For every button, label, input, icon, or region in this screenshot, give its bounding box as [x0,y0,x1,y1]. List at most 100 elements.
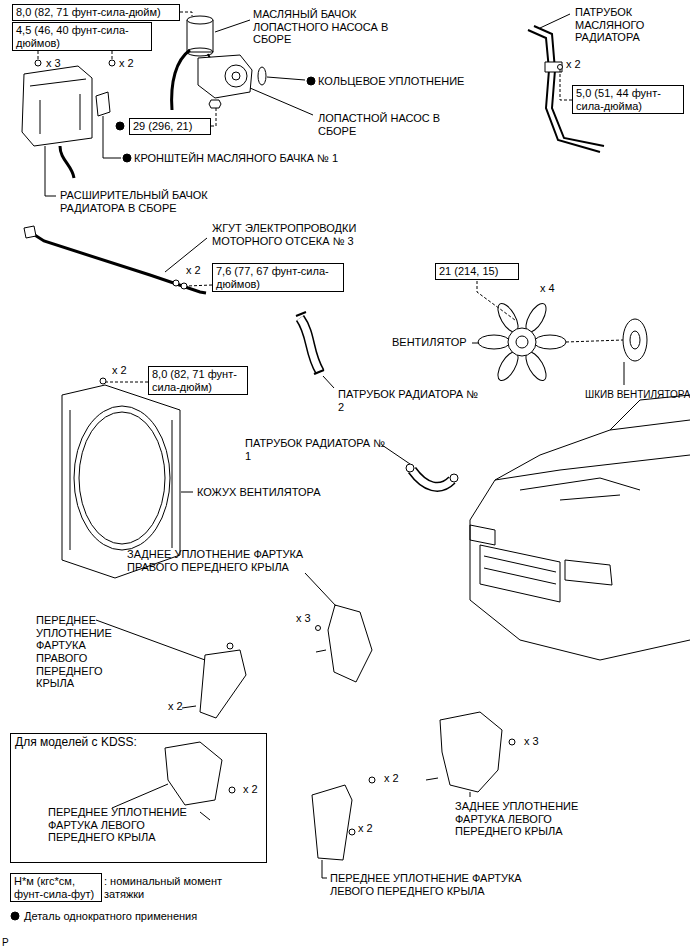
fan [478,300,566,383]
vehicle-outline [470,525,495,545]
part-label: ПАТРУБОК РАДИАТОРА № 1 [245,437,390,462]
legend-text: Деталь однократного применения [24,910,244,923]
fan [508,328,536,356]
fender-apron-seal [369,777,375,783]
torque-value: 7,6 (77, 67 фунт-сила-дюймов) [216,265,340,290]
fender-apron-seal [440,712,502,792]
quantity-callout: x 2 [112,364,127,377]
single-use-mark [123,154,131,162]
part-label: ПЕРЕДНЕЕ УПЛОТНЕНИЕ ФАРТУКА ЛЕВОГО ПЕРЕД… [48,806,193,844]
torque-dashed-line [211,108,216,126]
radiator-hose [296,312,324,374]
power-steering-reservoir [172,50,190,110]
quantity-callout: x 4 [540,282,555,295]
fan-shroud [100,378,106,384]
radiator-hose [300,318,320,372]
model-note-box: Для моделей с KDSS: ПЕРЕДНЕЕ УПЛОТНЕНИЕ Ф… [10,733,267,863]
fender-apron-seal [316,650,326,652]
fender-apron-seal [312,785,352,860]
part-label: ВЕНТИЛЯТОР [392,336,467,349]
part-label: ЛОПАСТНОЙ НАСОС В СБОРЕ [318,112,468,137]
single-use-mark [11,77,315,920]
torque-dashed-line [106,382,148,383]
radiator-reserve-tank [30,79,86,86]
part-label: ПЕРЕДНЕЕ УПЛОТНЕНИЕ ФАРТУКА ЛЕВОГО ПЕРЕД… [330,872,550,897]
quantity-callout: x 2 [186,264,201,277]
note-heading: Для моделей с KDSS: [15,736,137,750]
engine-wire-harness [181,283,187,289]
fender-apron-seal [200,812,210,820]
fender-apron-seal [182,706,196,708]
torque-spec-box: 7,6 (77, 67 фунт-сила-дюймов) [212,263,344,292]
engine-wire-harness [24,226,206,293]
leader-line [96,620,205,660]
vane-pump [198,55,266,108]
leader-line [323,376,334,388]
torque-value: Н*м (кгс*см, фунт-сила-фут) [14,875,98,900]
leader-line [103,116,121,158]
vehicle-outline [495,455,690,480]
part-label: ЗАДНЕЕ УПЛОТНЕНИЕ ФАРТУКА ПРАВОГО ПЕРЕДН… [127,548,342,573]
fender-apron-seal [229,787,235,793]
quantity-callout: x 3 [296,612,311,625]
leader-line [305,573,336,606]
engine-wire-harness [24,226,36,238]
torque-dashed-line [38,12,623,382]
leader-line [472,343,479,344]
radiator-reserve-tank [60,146,74,178]
torque-value: 21 (214, 15) [439,265,515,278]
fender-apron-seal [349,829,355,835]
torque-dashed-line [477,281,515,320]
part-label: КРОНШТЕЙН МАСЛЯНОГО БАЧКА № 1 [134,152,338,165]
quantity-callout: x 2 [358,822,373,835]
radiator-reserve-tank [35,60,41,66]
quantity-callout: x 3 [524,735,539,748]
single-use-mark [307,77,315,85]
vane-pump [258,67,266,85]
vane-pump [232,72,240,80]
vane-pump [198,55,252,98]
part-label: ШКИВ ВЕНТИЛЯТОРА [585,389,690,401]
leader-line [215,20,250,32]
part-label: ПЕРЕДНЕЕ УПЛОТНЕНИЕ ФАРТУКА ПРАВОГО ПЕРЕ… [36,614,126,690]
vehicle-outline [520,478,640,500]
single-use-mark [116,122,124,130]
torque-value: 4,5 (46, 40 фунт-сила-дюймов) [16,24,148,49]
leader-line [267,77,305,80]
part-label: РАСШИРИТЕЛЬНЫЙ БАЧОК РАДИАТОРА В СБОРЕ [60,189,235,214]
torque-dashed-line [566,340,623,342]
leader-line [470,792,471,797]
leader-line [45,146,56,196]
torque-value: 8,0 (82, 71 фунт-сила-дюйм) [16,6,176,19]
fender-apron-seal [165,742,222,805]
radiator-reserve-tank [22,66,92,146]
tank-bracket [109,60,115,66]
radiator-hose [412,470,452,487]
torque-dashed-line [560,70,572,100]
fender-apron-seal [426,778,438,780]
fender-apron-seal [316,626,321,631]
fan [478,335,510,349]
part-label: ПАТРУБОК РАДИАТОРА № 2 [338,388,483,413]
leader-line [382,445,410,464]
quantity-callout: x 2 [243,783,258,796]
engine-wire-harness [30,232,206,293]
torque-value: 8,0 (82, 71 фунт-сила-дюйм) [152,368,244,393]
part-label: ЗАДНЕЕ УПЛОТНЕНИЕ ФАРТУКА ЛЕВОГО ПЕРЕДНЕ… [455,800,605,838]
leader-line [540,14,570,28]
fan-shroud [74,406,170,550]
quantity-callout: x 2 [566,58,581,71]
quantity-callout: x 2 [168,700,183,713]
leader-line [322,860,327,878]
vane-pump [209,100,221,108]
radiator-hose [406,464,414,472]
torque-value: 29 (296, 21) [133,120,207,133]
torque-dashed-line [187,285,212,286]
engine-wire-harness [173,280,179,286]
vehicle-outline [480,545,560,602]
figure-code: P [2,937,9,949]
fan [516,336,528,348]
vehicle-outline [470,395,690,660]
radiator-reserve-tank [40,94,80,134]
legend-torque-box: Н*м (кгс*см, фунт-сила-фут) [10,873,102,902]
